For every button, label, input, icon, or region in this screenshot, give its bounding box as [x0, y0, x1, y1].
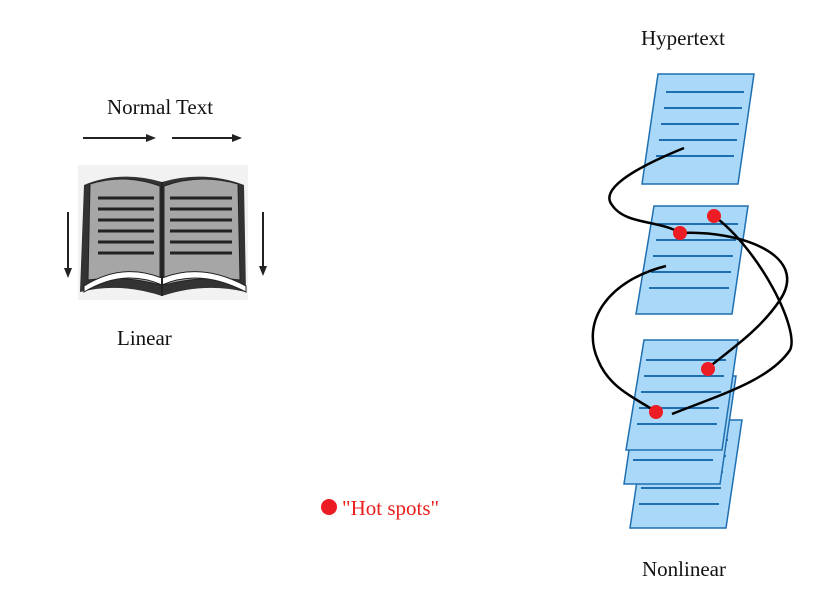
- hypertext-pages: [623, 73, 755, 529]
- hot-spots-legend-label: "Hot spots": [342, 496, 440, 520]
- book-right-lines: [170, 196, 232, 255]
- book-left-lines: [98, 196, 154, 255]
- nonlinear-caption: Nonlinear: [642, 557, 726, 581]
- arrow-head-down-right: [259, 266, 267, 276]
- link-page1-to-page2: [608, 146, 685, 235]
- link-page2-to-page4-b: [679, 231, 789, 369]
- book-page-edges: [83, 271, 247, 293]
- open-book-icon: [78, 165, 248, 300]
- hot-spot: [649, 405, 663, 419]
- arrow-head-down-left: [64, 268, 72, 278]
- hypertext-page-2: [635, 205, 749, 315]
- arrow-head-right-page: [232, 134, 242, 142]
- arrow-head-left-page: [146, 134, 156, 142]
- hot-spots: [649, 209, 721, 419]
- hypertext-page-1: [641, 73, 755, 185]
- hot-spot-legend-dot: [321, 499, 337, 515]
- reading-direction-arrows: [64, 134, 267, 278]
- hypertext-title: Hypertext: [641, 26, 725, 50]
- normal-text-title: Normal Text: [107, 95, 214, 119]
- hot-spot: [701, 362, 715, 376]
- hot-spot: [707, 209, 721, 223]
- linear-caption: Linear: [117, 326, 172, 350]
- hot-spot: [673, 226, 687, 240]
- link-page2-to-page4-a: [671, 214, 793, 416]
- hypertext-links: [591, 146, 793, 416]
- link-page2-to-page4-c: [591, 264, 667, 414]
